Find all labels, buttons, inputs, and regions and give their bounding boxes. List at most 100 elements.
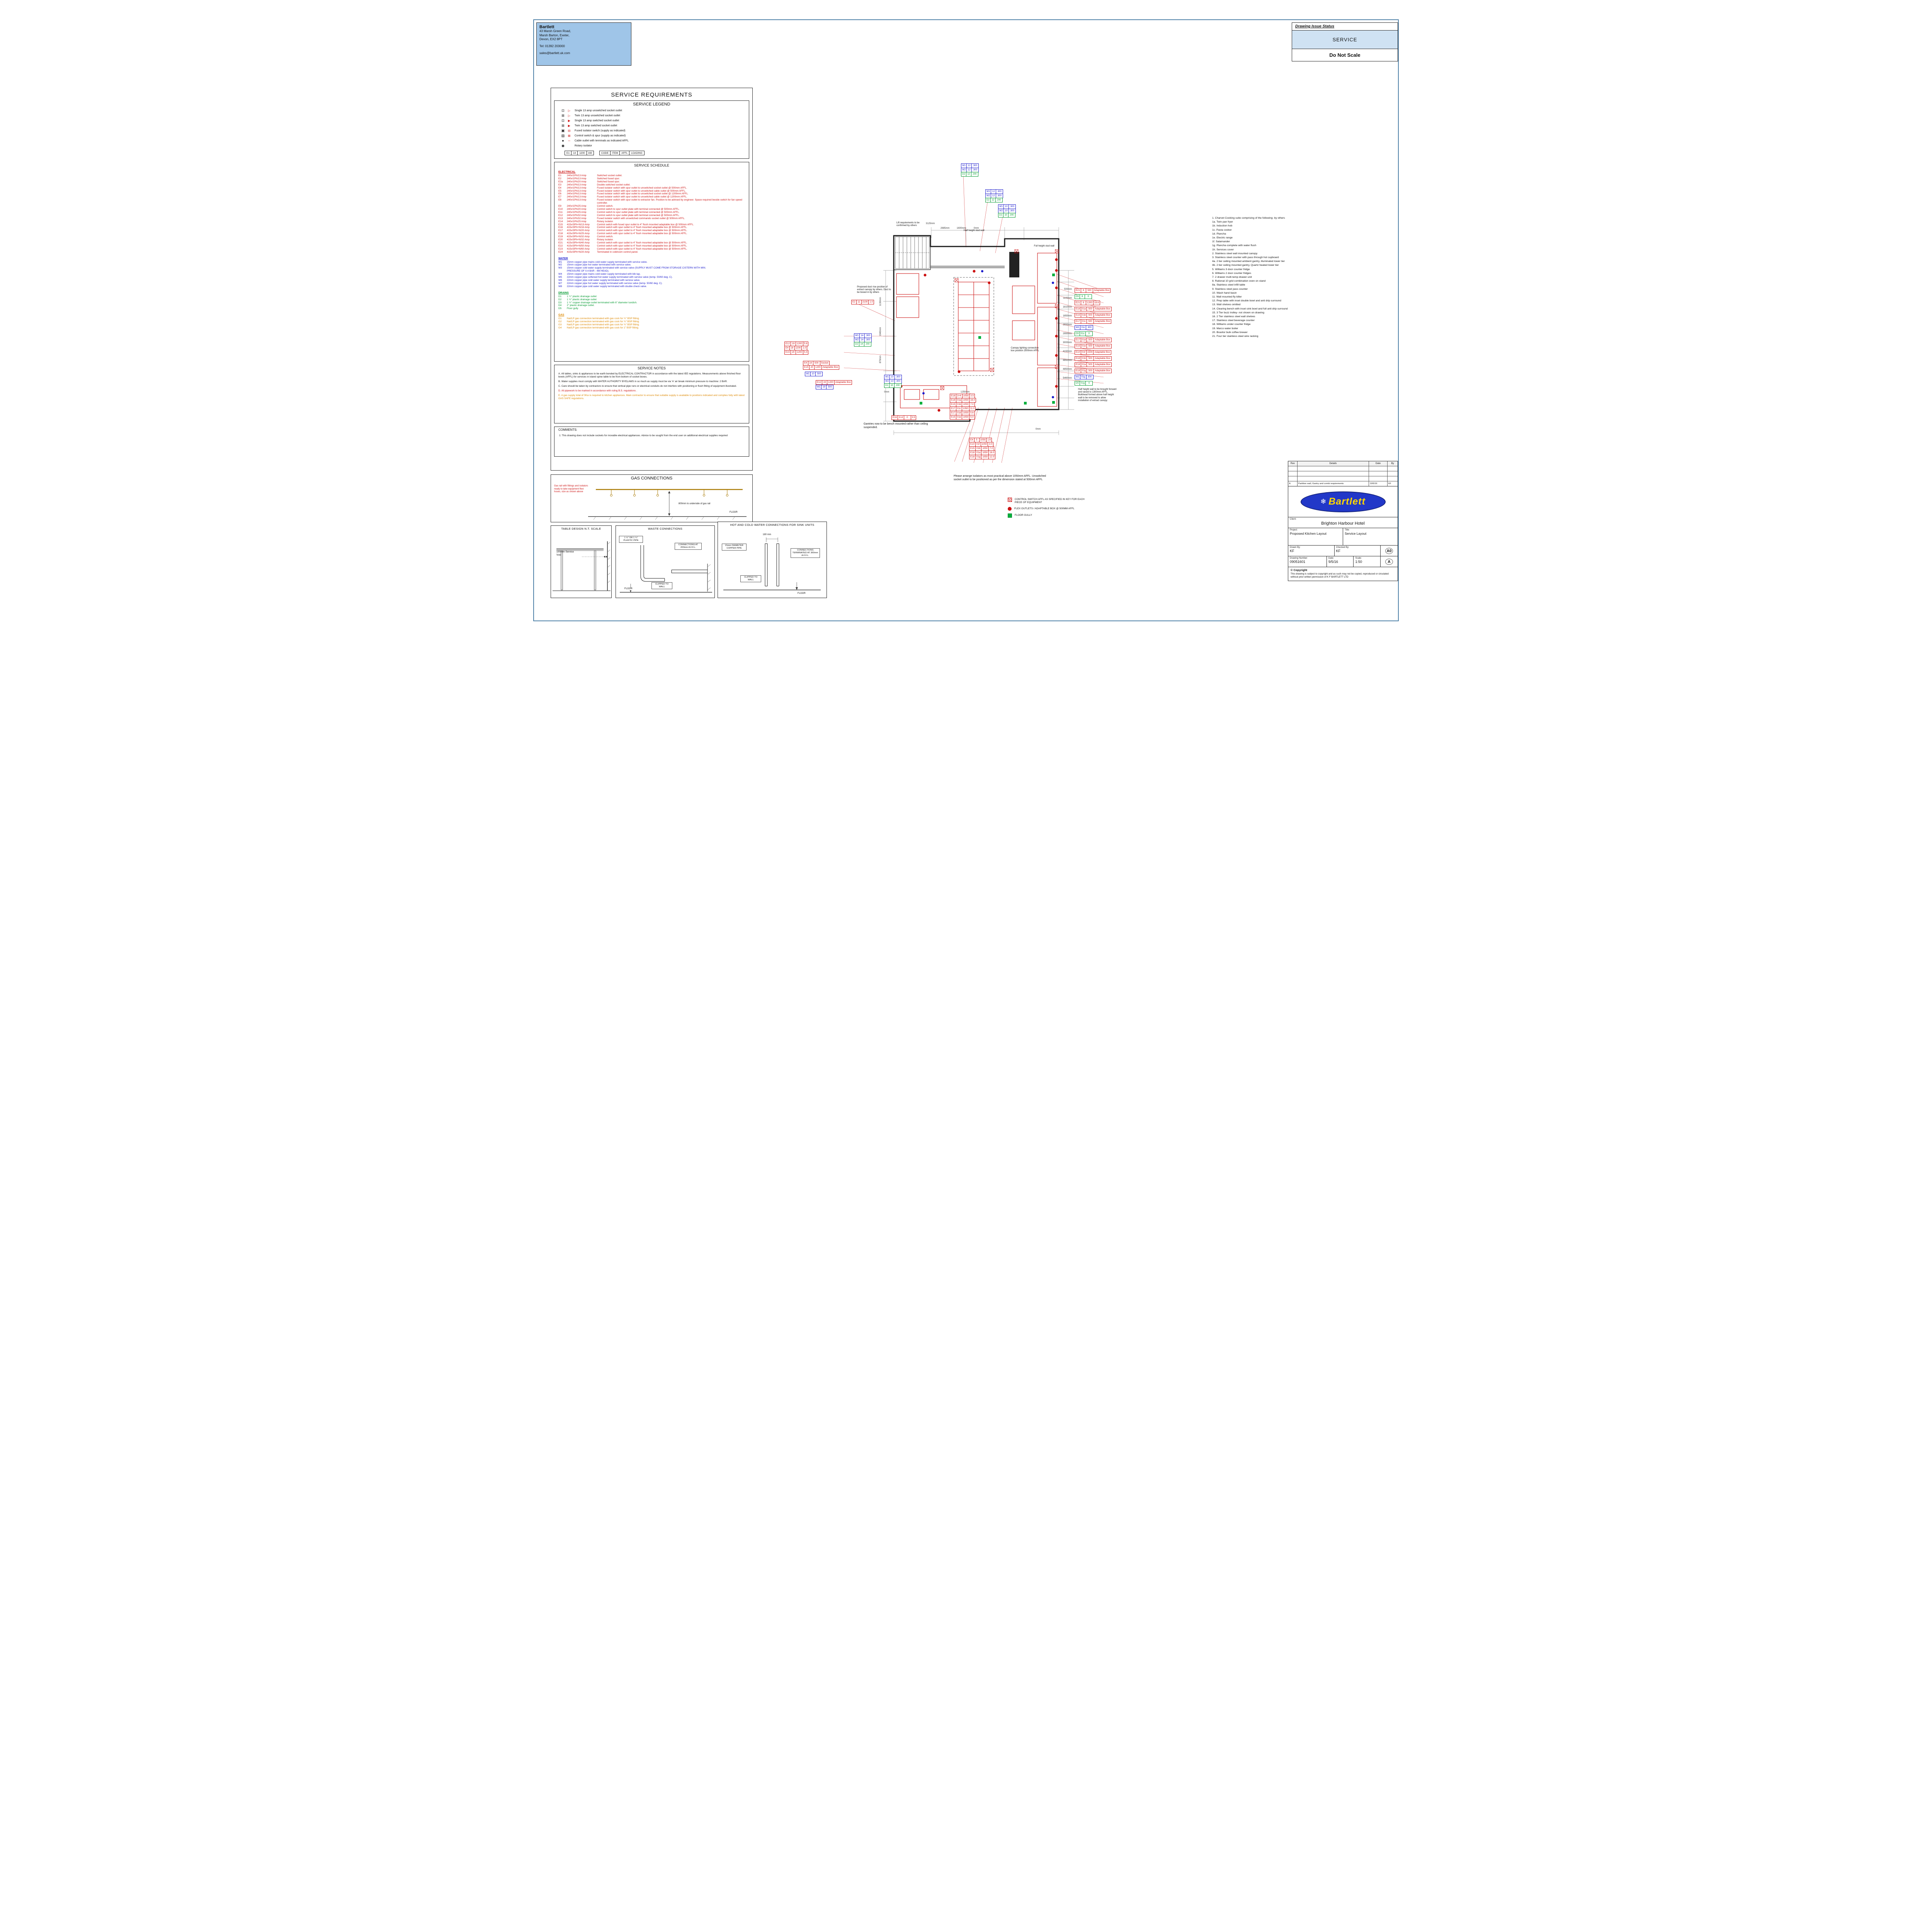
service-label-box: E15 20 1200 Adaptable Box [803, 365, 840, 370]
service-label-box: W1 10 500 [805, 372, 823, 376]
service-label-box: D5 8 0 [1075, 294, 1092, 299]
service-label-box: E21 8 1200 18.6 [1075, 301, 1100, 305]
electrical-schedule-row: E8 240v/1Ph/13 Amp Fused isolator switch… [558, 199, 745, 205]
service-description: Control switch with spur outlet to 4" fl… [597, 232, 687, 235]
plan-annotation: 1810mm [1063, 306, 1072, 308]
service-code: E24 [558, 250, 563, 253]
revision-table: Rev Details Date By A [1288, 461, 1398, 486]
by-header: By [1388, 461, 1398, 466]
affl-cell: 500 [1087, 307, 1094, 311]
item-number-cell: 01d [1081, 338, 1087, 342]
affl-cell: 200 [894, 383, 901, 388]
service-code-cell: W1 [985, 189, 992, 194]
plan-annotation: Lift requirements to be confirmed by oth… [896, 222, 920, 227]
loading-cell: Adaptable Box [1094, 307, 1112, 311]
affl-cell: 500 [1087, 313, 1094, 318]
service-schedule: SERVICE SCHEDULE ELECTRICAL E1 240v/1Ph/… [554, 162, 749, 362]
electrical-schedule-row: E9 240v/1Ph/25 Amp Control switch. [558, 205, 745, 208]
service-code: W4 [558, 273, 562, 276]
service-description: 1 ¼" plastic drainage outlet [567, 295, 597, 298]
service-description: 22mm copper pipe hot water supply termin… [567, 282, 663, 285]
service-code: E7 [558, 195, 561, 199]
electrical-schedule-row: E16 415v/3Ph+N/16 Amp Control switch wit… [558, 226, 745, 229]
service-code: D2 [558, 298, 562, 301]
water-point-symbols [922, 270, 1054, 398]
equipment-item: 12. Prep table with inset double bowl an… [1212, 299, 1281, 303]
item-number-cell: 10 [1004, 204, 1009, 209]
item-number-cell: 14 [860, 333, 865, 338]
plan-annotation: Canopy lighting connection box position … [1011, 347, 1039, 352]
service-code: D4 [558, 304, 562, 307]
service-label-box: D2 14 200 [854, 342, 871, 347]
service-code-cell: D1 [998, 213, 1003, 218]
date-cell: Date: 9/5/16 [1327, 556, 1354, 567]
logo-box: ❄ Bartlett [1288, 486, 1398, 517]
service-legend: SERVICE LEGEND ⊡ ▷ Single 13 amp unswitc… [554, 100, 749, 159]
revision-table-header: Rev Details Date By [1288, 461, 1398, 466]
service-label-box: E21 8 500 Adaptable Box [1075, 288, 1111, 293]
item-number-cell: 01f [976, 442, 981, 447]
gas-connections-panel: GAS CONNECTIONS Gas rail with fittings a… [551, 474, 753, 522]
service-label-box: E10 01f 1500 Adaptable Box [1075, 350, 1111, 355]
legend-example-cell: 1200 [578, 151, 587, 155]
service-description: Control switch with spur outlet to 4" fl… [597, 247, 687, 250]
loading-cell: Adaptable Box [1094, 369, 1112, 373]
service-flag-icon: ▷ [568, 109, 571, 112]
item-number-cell: 01b [956, 402, 963, 407]
service-code-cell: E10 [1075, 350, 1082, 355]
electrical-schedule-row: E1 240v/1Ph/13 Amp Switched socket outle… [558, 174, 745, 177]
loading-cell: 3.5 [911, 415, 917, 420]
drains-section-title: DRAINS [558, 291, 569, 294]
plan-annotation: 2685mm [940, 227, 950, 229]
service-label-box: W1 01g 300 [1075, 375, 1094, 379]
item-number-cell: 01b [976, 446, 982, 451]
item-number-cell: 5 [974, 438, 980, 442]
equipment-item: 1c. Pasta cooker [1212, 228, 1232, 231]
interior-walls [894, 246, 1005, 270]
service-code: E9 [558, 205, 561, 208]
service-code: D1 [558, 295, 562, 298]
revision-letter [1288, 466, 1298, 471]
symbol-key-icon [1008, 507, 1012, 511]
electrical-schedule-row: E19 415v/3Ph+N/32 Amp Control switch. [558, 235, 745, 238]
scale-label: Scale: [1355, 557, 1362, 559]
equipment-item: 16. 2 Tier stainless steel wall shelves [1212, 315, 1255, 318]
item-number-cell: 10 [1003, 213, 1009, 218]
electrical-schedule-row: E21 415v/3Ph+N/40 Amp Control switch wit… [558, 241, 745, 245]
plan-annotation: 1850mm [1063, 315, 1072, 317]
company-address-line: Marsh Barton, Exeter, [539, 33, 570, 37]
item-number-cell: 19 [821, 385, 827, 389]
affl-cell: 500 [1087, 369, 1094, 373]
plan-annotation: 4150mm [1063, 350, 1072, 353]
service-label-box: W1 01c 300 [1075, 325, 1094, 330]
legend-item-label: Fused isolator switch (supply as indicat… [575, 129, 626, 132]
service-label-box: E12 19 1200 Adaptable Box [816, 380, 852, 385]
symbol-key-icon [1008, 513, 1012, 518]
loading-cell: Adaptable Box [1094, 313, 1112, 318]
item-number-cell: 19 [791, 342, 796, 346]
loading-cell: 3.5 [969, 394, 975, 398]
service-code: E21 [558, 241, 563, 244]
table-design-drawing [553, 541, 611, 591]
item-number-cell: 01c [1081, 319, 1087, 324]
company-email: sales@bartlett.uk.com [539, 51, 570, 55]
service-label-box: E12 19 1200 5.6 [784, 342, 809, 346]
service-description: Fused isolator switch with spur outlet t… [597, 195, 687, 199]
affl-cell: 1050 [962, 402, 970, 407]
company-address-line: 43 Marsh Green Road, [539, 29, 571, 33]
service-label-box: E18 01a 500 Adaptable Box [1075, 362, 1112, 367]
item-number-cell: 01c [1080, 331, 1086, 336]
service-description: Control switch with spur outlet to 4" fl… [597, 244, 687, 247]
electrical-schedule-row: E22 415v/3Ph+N/50 Amp Control switch wit… [558, 245, 745, 248]
symbol-key-item: CONTROL SWITCH AFFL AS SPECIFIED IN KEY … [1008, 498, 1085, 504]
plan-annotation: 5460mm [1063, 377, 1072, 379]
legend-item-label: Rotary isolator [575, 144, 592, 147]
service-description: Terminated in coldroom control panel. [597, 250, 638, 253]
client-row: Client: Brighton Harbour Hotel [1288, 517, 1398, 528]
service-code-cell: E18 [1075, 362, 1082, 367]
equipment-item: 4a. 2 tier ceiling mounted ambient gantr… [1212, 260, 1285, 263]
paper-size: A0 [1385, 547, 1393, 554]
bartlett-logo: ❄ Bartlett [1300, 491, 1386, 512]
service-code-cell: E18 [969, 450, 976, 455]
